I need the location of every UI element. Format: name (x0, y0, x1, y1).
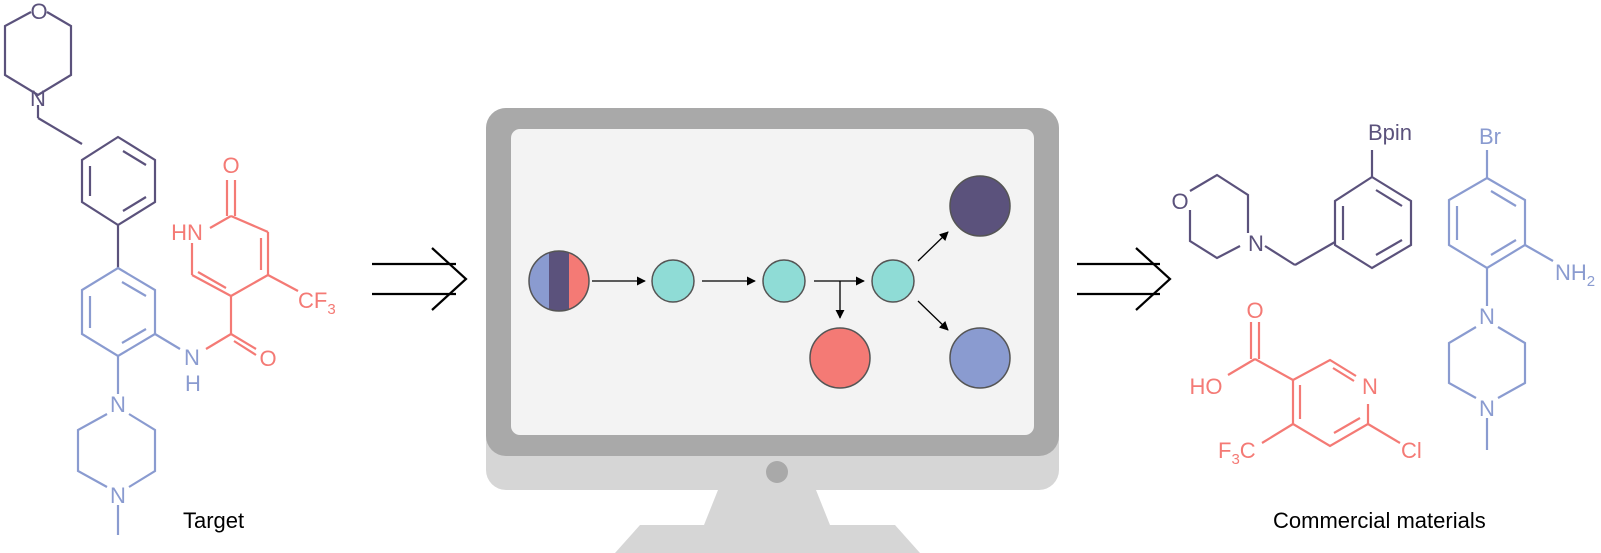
target-pyridone-fragment (190, 180, 299, 356)
tree-edges (592, 231, 949, 331)
target-pyridone-nh: HN (171, 220, 203, 245)
materials-caption: Commercial materials (1273, 508, 1486, 533)
material-acid-ho: HO (1190, 374, 1223, 399)
material-bromoaniline-piperazine (1447, 150, 1554, 450)
target-morpholine-ring (3, 11, 83, 145)
material-nh2-main: NH (1555, 260, 1587, 285)
tree-node-intermediate-2 (762, 259, 806, 303)
monitor-neck (704, 485, 830, 525)
retro-arrow-left-icon (372, 247, 468, 311)
target-cf3: CF3 (298, 288, 336, 318)
material-morpholine-o: O (1171, 189, 1188, 214)
material-br: Br (1479, 124, 1501, 149)
commercial-materials: O N Bpin Br NH2 N N (1171, 120, 1595, 533)
tree-node-target (529, 251, 589, 311)
material-f3c-f: F (1218, 438, 1231, 463)
target-cf3-main: CF (298, 288, 327, 313)
retro-arrow-right-icon (1077, 247, 1172, 311)
material-acid-o: O (1246, 298, 1263, 323)
target-piperazine-ring (76, 413, 157, 535)
target-piperazine-n2: N (110, 483, 126, 508)
monitor-power-button (766, 461, 788, 483)
material-chloro-cf3-nicotinic-acid (1227, 322, 1401, 448)
material-f3c-sub: 3 (1231, 451, 1239, 468)
route-tree (528, 175, 1011, 389)
target-top-benzene (80, 135, 157, 268)
tree-leaf-red (809, 327, 871, 389)
material-pyridine-n: N (1362, 374, 1378, 399)
material-bpin: Bpin (1368, 120, 1412, 145)
target-amide-o: O (259, 346, 276, 371)
material-nh2: NH2 (1555, 260, 1595, 290)
target-piperazine-n1: N (110, 392, 126, 417)
target-amide-h: H (185, 371, 201, 396)
target-morpholine-n: N (30, 86, 46, 111)
target-caption: Target (183, 508, 244, 533)
material-morpholine-benzyl-bpin (1188, 150, 1413, 270)
target-pyridone-o: O (222, 153, 239, 178)
tree-node-intermediate-1 (651, 259, 695, 303)
material-nh2-sub: 2 (1587, 273, 1595, 290)
target-amide-n: N (184, 345, 200, 370)
tree-node-intermediate-3 (871, 259, 915, 303)
material-cl: Cl (1401, 438, 1422, 463)
tree-leaf-dark (949, 175, 1011, 237)
computer-icon (486, 108, 1059, 553)
material-f3c: F3C (1218, 438, 1256, 468)
material-piperazine-n1: N (1479, 304, 1495, 329)
tree-leaf-blue (949, 327, 1011, 389)
material-morpholine-n: N (1248, 231, 1264, 256)
material-f3c-c: C (1240, 438, 1256, 463)
target-morpholine-o: O (30, 0, 47, 24)
target-molecule: O N N N N H (3, 0, 336, 535)
target-aniline-ring (80, 266, 181, 394)
target-cf3-sub: 3 (327, 301, 335, 318)
monitor-base (615, 525, 920, 553)
material-piperazine-n2: N (1479, 396, 1495, 421)
